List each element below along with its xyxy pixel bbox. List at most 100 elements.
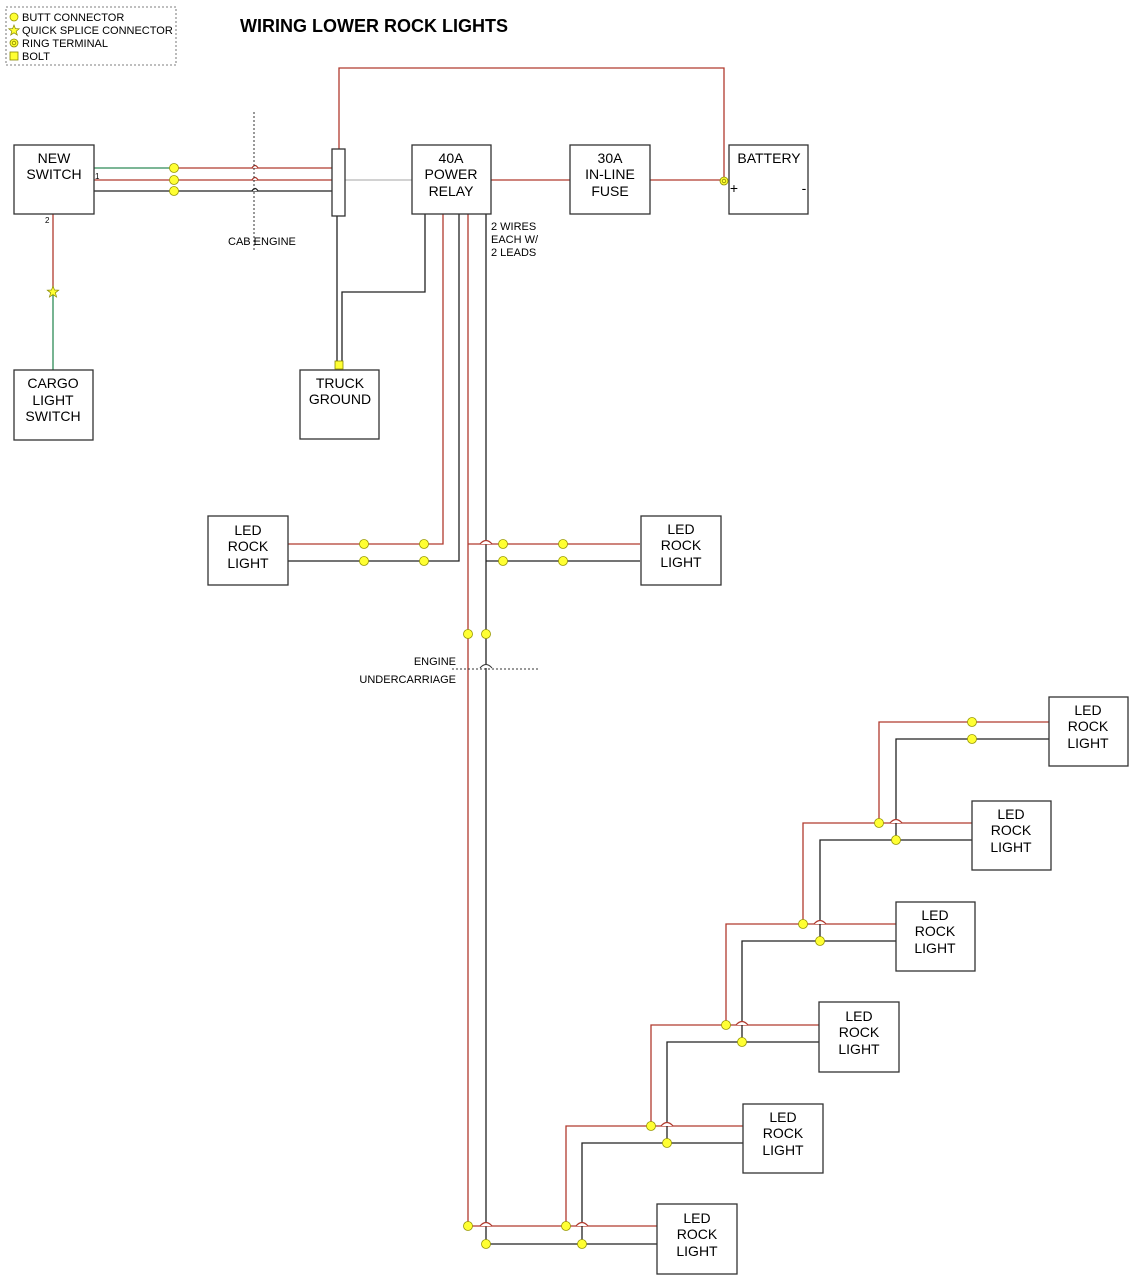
butt-connector xyxy=(419,556,429,566)
butt-connector xyxy=(662,1138,672,1148)
battery-minus: - xyxy=(802,180,807,196)
led-label-line-2: ROCK xyxy=(991,822,1032,838)
wires xyxy=(52,67,1049,1245)
step-ground-5 xyxy=(895,738,1049,840)
legend-quick-splice: QUICK SPLICE CONNECTOR xyxy=(22,25,173,37)
two-wires-note-1: 2 WIRES xyxy=(491,221,536,233)
led-label-line-1: LED xyxy=(921,907,948,923)
butt-connector xyxy=(815,936,825,946)
ring-terminal xyxy=(719,176,729,186)
step-ground-4 xyxy=(819,839,972,941)
led-label-line-2: ROCK xyxy=(1068,718,1109,734)
led-rock-light-under-4: LED ROCK LIGHT xyxy=(818,1001,900,1073)
led-label-line-3: LIGHT xyxy=(676,1243,718,1259)
led-label-line-3: LIGHT xyxy=(762,1142,804,1158)
butt-connector xyxy=(498,556,508,566)
battery-plus: + xyxy=(730,180,738,196)
step-power-1 xyxy=(565,1125,743,1226)
butt-connector-icon xyxy=(9,12,19,22)
two-wires-note-2: EACH W/ xyxy=(491,234,539,246)
two-wires-note-3: 2 LEADS xyxy=(491,247,536,259)
battery: BATTERY + - xyxy=(728,144,809,215)
truck-ground: TRUCK GROUND xyxy=(299,369,380,440)
butt-connector xyxy=(558,539,568,549)
butt-connectors xyxy=(169,163,977,1249)
cargo-light-switch: CARGO LIGHT SWITCH xyxy=(13,369,94,441)
butt-connector xyxy=(798,919,808,929)
led-label-line-3: LIGHT xyxy=(838,1041,880,1057)
fuse-line-1: 30A xyxy=(598,150,624,166)
truck-ground-line-1: TRUCK xyxy=(316,375,365,391)
cargo-switch-line-1: CARGO xyxy=(27,375,78,391)
step-power-5 xyxy=(878,721,1049,823)
battery-top-wire xyxy=(338,67,725,181)
pin-1-label: 1 xyxy=(95,172,100,181)
butt-connector xyxy=(359,556,369,566)
new-switch: NEW SWITCH xyxy=(13,144,95,215)
pin-2-label: 2 xyxy=(45,216,50,225)
butt-connector xyxy=(561,1221,571,1231)
step-power-4 xyxy=(802,822,972,924)
led-label-line-2: ROCK xyxy=(228,538,269,554)
step-ground-1 xyxy=(581,1142,743,1244)
relay-line-2: POWER xyxy=(425,166,478,182)
wire-crossovers xyxy=(251,164,903,1227)
led-label-line-1: LED xyxy=(667,521,694,537)
butt-connector xyxy=(419,539,429,549)
led-label-line-3: LIGHT xyxy=(660,554,702,570)
power-relay: 40A POWER RELAY xyxy=(411,144,492,215)
step-power-3 xyxy=(725,923,896,1025)
legend-ring-terminal: RING TERMINAL xyxy=(22,38,108,50)
step-ground-2 xyxy=(666,1041,819,1143)
led-label-line-3: LIGHT xyxy=(227,555,269,571)
new-switch-line-2: SWITCH xyxy=(26,166,81,182)
butt-connector xyxy=(577,1239,587,1249)
led-label-line-1: LED xyxy=(845,1008,872,1024)
quick-splice-connector xyxy=(46,285,60,298)
quick-splice-icon xyxy=(7,24,21,36)
led-label-line-2: ROCK xyxy=(915,923,956,939)
butt-connector xyxy=(169,186,179,196)
legend-bolt: BOLT xyxy=(22,51,50,63)
butt-connector xyxy=(359,539,369,549)
led-label-line-3: LIGHT xyxy=(1067,735,1109,751)
ring-terminal-icon xyxy=(9,38,19,48)
ground-bolt xyxy=(334,360,344,370)
legend-butt-connector: BUTT CONNECTOR xyxy=(22,12,124,24)
butt-connector xyxy=(874,818,884,828)
led-label-line-3: LIGHT xyxy=(914,940,956,956)
led-label-line-1: LED xyxy=(997,806,1024,822)
legend-frame xyxy=(5,6,177,66)
relay-ground-wire xyxy=(341,214,426,362)
butt-connector xyxy=(481,629,491,639)
left-light-power xyxy=(288,214,444,545)
relay-line-3: RELAY xyxy=(429,183,475,199)
butt-connector xyxy=(737,1037,747,1047)
legend: BUTT CONNECTOR QUICK SPLICE CONNECTOR RI… xyxy=(5,6,177,66)
led-rock-light-under-5: LED ROCK LIGHT xyxy=(742,1103,824,1174)
butt-connector xyxy=(498,539,508,549)
led-rock-light-cab-left: LED ROCK LIGHT xyxy=(207,515,289,586)
cab-engine-label: CAB ENGINE xyxy=(228,236,296,248)
led-label-line-2: ROCK xyxy=(661,537,702,553)
led-label-line-2: ROCK xyxy=(677,1226,718,1242)
led-label-line-2: ROCK xyxy=(763,1125,804,1141)
battery-label: BATTERY xyxy=(737,150,801,166)
led-rock-light-under-3: LED ROCK LIGHT xyxy=(895,901,976,972)
led-rock-light-cab-right: LED ROCK LIGHT xyxy=(640,515,722,586)
led-rock-light-under-1: LED ROCK LIGHT xyxy=(1048,696,1129,767)
butt-connector xyxy=(967,734,977,744)
butt-connector xyxy=(646,1121,656,1131)
inline-fuse: 30A IN-LINE FUSE xyxy=(569,144,651,215)
relay-line-1: 40A xyxy=(439,150,465,166)
butt-connector xyxy=(891,835,901,845)
new-switch-line-1: NEW xyxy=(38,150,71,166)
butt-connector xyxy=(481,1239,491,1249)
step-ground-3 xyxy=(741,940,896,1042)
step-power-2 xyxy=(650,1024,819,1126)
butt-connector xyxy=(169,163,179,173)
fuse-line-2: IN-LINE xyxy=(585,166,635,182)
engine-label: ENGINE xyxy=(414,656,456,668)
led-label-line-1: LED xyxy=(1074,702,1101,718)
